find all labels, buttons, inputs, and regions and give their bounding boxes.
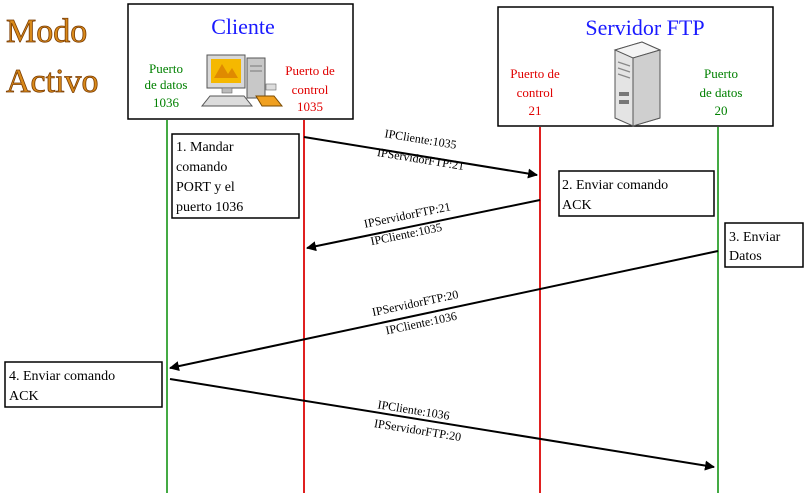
arrow-3-labels: IPServidorFTP:20 IPCliente:1036 [371,287,460,337]
server-data-port-line-1: Puerto [704,66,738,81]
arrow-server-control-to-client [306,199,541,252]
server-control-port-label: Puerto de control 21 [510,66,560,118]
arrow-client-data-to-server [169,378,715,471]
client-control-port-label: Puerto de control 1035 [285,63,335,114]
client-control-port-line-2: control [292,82,329,97]
server-data-port-number: 20 [715,103,728,118]
step-1-line-1: 1. Mandar [176,140,234,155]
step-1-line-3: PORT y el [176,180,235,195]
server-box: Servidor FTP Puerto de control 21 Puerto… [497,6,774,127]
arrow-client-to-server-control [303,136,538,179]
title-line-2: Activo [6,63,99,100]
step-2-box: 2. Enviar comando ACK [558,170,715,217]
client-name: Cliente [211,14,275,39]
client-control-port-number: 1035 [297,99,323,114]
arrow-4-label-bottom: IPServidorFTP:20 [373,416,462,444]
server-name: Servidor FTP [585,15,704,40]
server-control-port-number: 21 [529,103,542,118]
client-box: Cliente Puerto de datos 1036 Puerto de c… [127,3,354,120]
desktop-computer-icon [200,54,284,107]
step-4-line-1: 4. Enviar comando [9,369,115,384]
title-line-1: Modo [6,13,87,50]
server-data-port-line-2: de datos [700,85,743,100]
server-tower-icon [613,41,662,127]
step-4-line-2: ACK [9,389,39,404]
step-3-box: 3. Enviar Datos [724,222,804,268]
arrow-server-data-to-client [169,250,719,372]
server-control-port-line-1: Puerto de [510,66,560,81]
step-2-line-2: ACK [562,198,592,213]
client-data-port-label: Puerto de datos 1036 [145,61,188,110]
arrow-2-labels: IPServidorFTP:21 IPCliente:1035 [363,199,452,248]
arrow-4-labels: IPCliente:1036 IPServidorFTP:20 [373,397,462,444]
step-2-line-1: 2. Enviar comando [562,178,668,193]
step-1-line-2: comando [176,160,227,175]
step-3-line-2: Datos [729,249,762,264]
server-control-port-line-2: control [517,85,554,100]
diagram-title: Modo Activo [6,13,99,101]
step-1-line-4: puerto 1036 [176,200,243,215]
client-data-port-line-2: de datos [145,77,188,92]
server-data-port-label: Puerto de datos 20 [700,66,743,118]
step-3-line-1: 3. Enviar [729,230,781,245]
step-4-box: 4. Enviar comando ACK [4,361,163,408]
client-data-port-number: 1036 [153,95,180,110]
client-data-port-line-1: Puerto [149,61,183,76]
step-1-box: 1. Mandar comando PORT y el puerto 1036 [171,133,300,219]
client-control-port-line-1: Puerto de [285,63,335,78]
arrow-1-labels: IPCliente:1035 IPServidorFTP:21 [376,126,465,173]
